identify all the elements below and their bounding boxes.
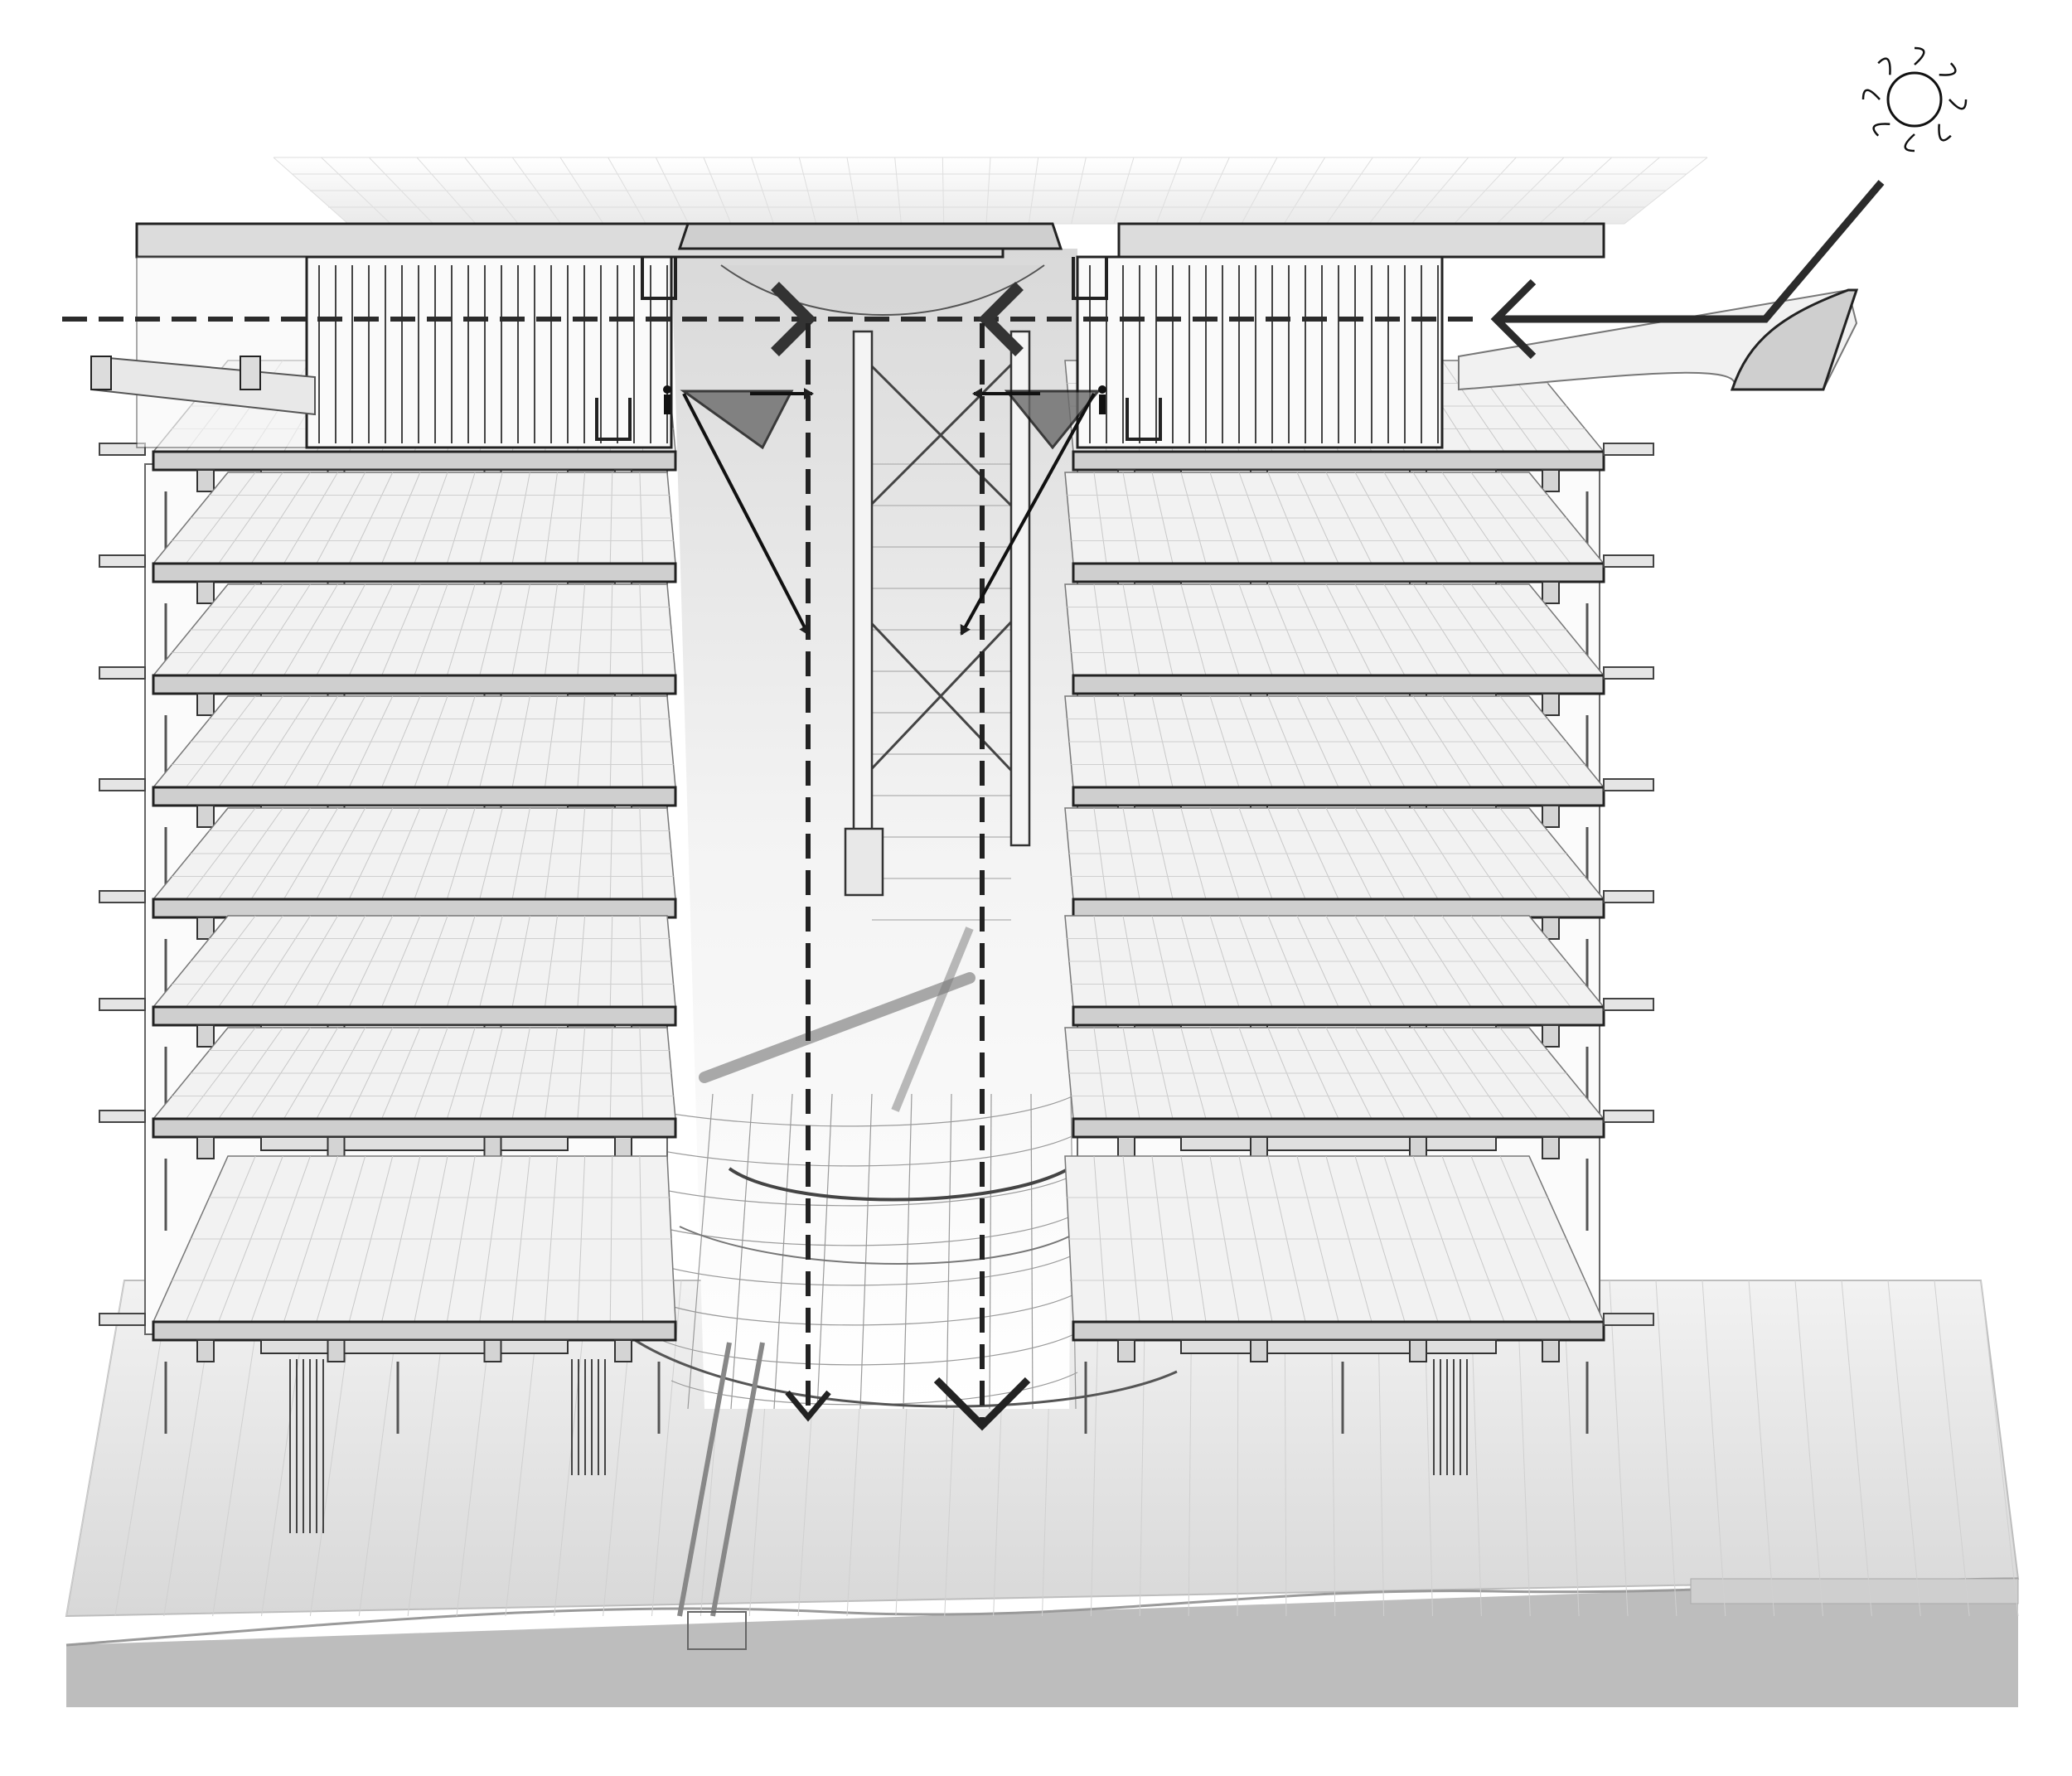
sunlight-arrowhead [1490, 278, 1537, 360]
sunlight-arrow [1500, 180, 1885, 323]
right-wedge [1004, 390, 1101, 450]
left-wedge [680, 390, 794, 450]
top-floor [90, 222, 1859, 449]
left-chevron [771, 282, 816, 356]
diag-left-arrow [682, 393, 810, 636]
downflow-right-arrowhead [933, 1377, 1031, 1431]
ground-block [65, 1280, 2020, 1707]
airflow-arrows [62, 180, 1885, 1431]
people-figures [663, 385, 1106, 414]
roof-structure [273, 157, 1708, 225]
sun-icon [1861, 46, 1968, 152]
right-chevron [978, 282, 1024, 356]
atrium-void [595, 249, 1178, 1650]
downflow-left-arrowhead [785, 1390, 831, 1422]
right-wing-floors [1064, 360, 1654, 1475]
diag-right-arrow [960, 393, 1096, 636]
